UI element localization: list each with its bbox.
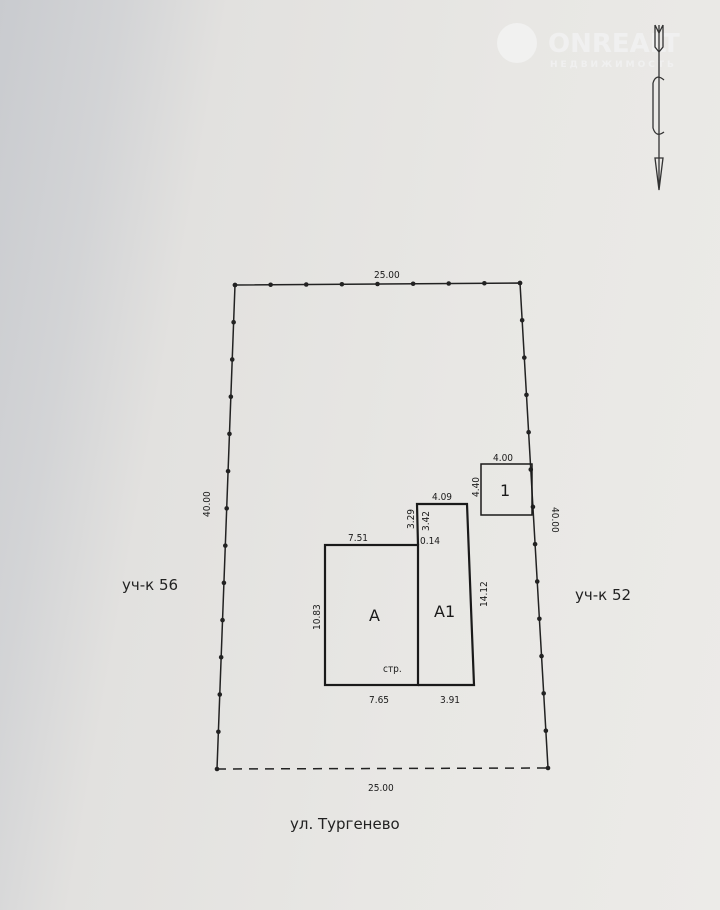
boundary-point: [227, 431, 232, 437]
boundary-point: [232, 282, 238, 288]
a1-width-top: 4.09: [432, 492, 452, 503]
watermark-logo-icon: [497, 23, 537, 63]
building-a1-label: A1: [434, 602, 455, 621]
building-a-label: A: [369, 606, 380, 625]
neighbor-right-label: уч-к 52: [575, 586, 631, 604]
boundary-point: [545, 765, 551, 771]
boundary-point: [268, 282, 273, 288]
a-width-bottom: 7.65: [369, 695, 389, 706]
boundary-point: [229, 357, 235, 362]
boundary-point: [517, 280, 523, 286]
a1-offset-2: 3.42: [421, 511, 432, 531]
watermark-subtitle: НЕДВИЖИМОСТЬ: [550, 60, 677, 70]
boundary-point: [410, 281, 416, 287]
plot-left-length: 40.00: [202, 491, 213, 517]
a1-offset-3: 0.14: [420, 536, 440, 547]
boundary-points: [214, 280, 551, 772]
a-width-top: 7.51: [348, 533, 368, 544]
boundary-point: [446, 281, 452, 286]
plot-right-length: 40.00: [549, 507, 560, 533]
building-a: [323, 543, 420, 687]
a-height: 10.83: [312, 604, 323, 630]
boundary-point: [482, 280, 487, 286]
plot-bottom-length: 25.00: [368, 783, 394, 794]
building-a1: [415, 502, 476, 687]
boundary-point: [537, 616, 542, 622]
watermark-brand: ONREALT: [548, 29, 680, 59]
boundary-point: [303, 282, 309, 287]
boundary-point: [519, 318, 525, 323]
a1-height: 14.12: [479, 581, 490, 607]
boundary-point: [218, 655, 224, 660]
neighbor-left-label: уч-к 56: [122, 576, 178, 594]
plot-top-length: 25.00: [374, 270, 400, 281]
boundary-point: [524, 392, 529, 398]
boundary-point: [375, 281, 380, 287]
north-arrow-icon: [652, 24, 665, 191]
boundary-point: [541, 691, 546, 696]
boundary-point: [522, 355, 527, 360]
boundary-point: [534, 579, 540, 584]
boundary-point: [339, 281, 345, 287]
boundary-point: [224, 506, 229, 511]
watermark: ONREALT НЕДВИЖИМОСТЬ: [497, 23, 680, 70]
boundary-point: [214, 766, 220, 772]
outbuilding-width: 4.00: [493, 453, 513, 464]
boundary-point: [221, 580, 227, 586]
boundary-point: [228, 394, 234, 399]
boundary-point: [526, 429, 531, 435]
boundary-point: [217, 692, 223, 697]
street-label: ул. Тургенево: [290, 815, 400, 833]
a1-width-bottom: 3.91: [440, 695, 460, 706]
boundary-point: [220, 617, 225, 623]
outbuilding-height: 4.40: [471, 477, 482, 497]
boundary-point: [539, 653, 544, 659]
boundary-point: [223, 543, 228, 548]
boundary-point: [225, 468, 231, 474]
a1-offset-1: 3.29: [406, 509, 417, 529]
boundary-point: [532, 541, 538, 547]
outbuilding-label: 1: [500, 481, 510, 500]
outbuilding-1: [480, 463, 533, 516]
boundary-point: [543, 728, 549, 733]
building-a-note: стр.: [383, 664, 402, 675]
boundary-point: [216, 729, 221, 735]
boundary-point: [231, 319, 236, 325]
